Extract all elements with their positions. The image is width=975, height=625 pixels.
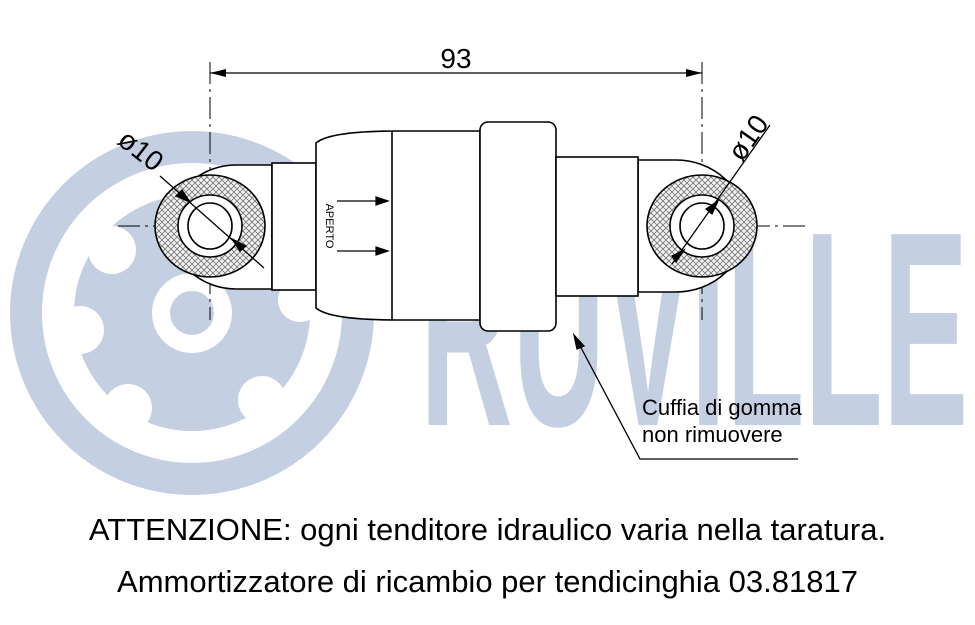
right-diameter-label: ø10 (722, 109, 775, 166)
open-direction-arrows (337, 196, 390, 256)
left-eye-mount (154, 164, 273, 290)
right-diameter-leader (671, 124, 771, 265)
rubber-boot (479, 121, 557, 332)
boot-note-line2: non rimuovere (642, 422, 783, 447)
length-dimension-label: 93 (440, 43, 471, 74)
damper-body (271, 121, 639, 332)
right-sleeve (555, 156, 639, 297)
length-dimension (210, 69, 702, 77)
warning-caption: ATTENZIONE: ogni tenditore idraulico var… (88, 512, 887, 547)
left-rod (271, 162, 317, 291)
boot-note-leader (572, 332, 798, 460)
boot-note-line1: Cuffia di gomma (642, 395, 803, 420)
replacement-caption: Ammortizzatore di ricambio per tendicing… (117, 564, 858, 599)
right-eye-mount (637, 159, 758, 293)
cylinder (315, 130, 481, 321)
left-diameter-leader (159, 175, 265, 269)
open-marker-label: APERTO (323, 204, 335, 249)
